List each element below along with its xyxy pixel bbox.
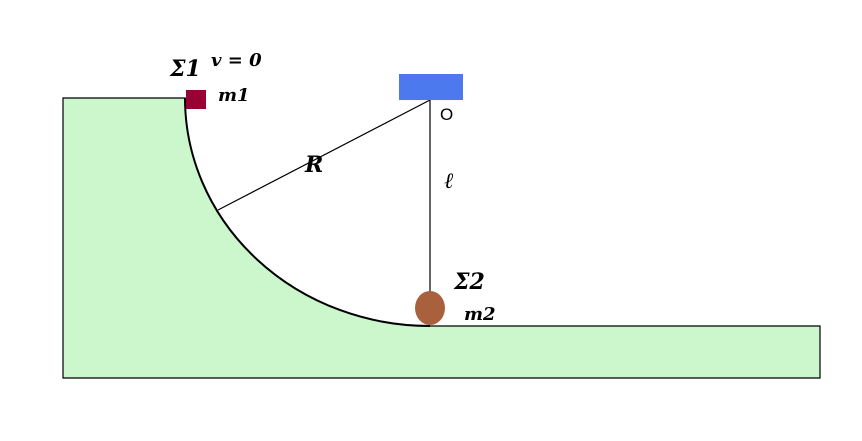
- label-length-ell: ℓ: [444, 169, 454, 194]
- label-sigma2: Σ2: [453, 269, 485, 295]
- radius-line: [217, 99, 431, 211]
- block-m1: [186, 90, 206, 109]
- ground-with-circular-track: [62, 97, 821, 379]
- circular-track-arc: [184, 97, 431, 327]
- label-v0: v = 0: [211, 50, 262, 71]
- label-m2: m2: [464, 304, 496, 325]
- pendulum-support: [399, 74, 463, 100]
- label-pivot-O: O: [440, 105, 453, 124]
- label-m1: m1: [218, 85, 250, 106]
- label-radius-R: R: [304, 152, 323, 178]
- ball-m2: [415, 291, 445, 325]
- label-sigma1: Σ1: [169, 56, 201, 82]
